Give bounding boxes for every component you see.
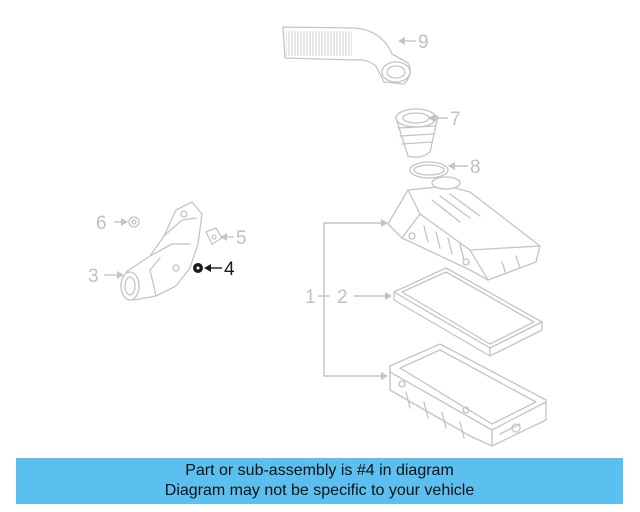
grommet-part-6 (128, 216, 140, 228)
callout-label-9: 9 (418, 32, 429, 53)
callout-label-1: 1 (305, 287, 316, 308)
callout-9: 9 (398, 32, 429, 53)
info-banner: Part or sub-assembly is #4 in diagram Di… (16, 458, 623, 504)
duct-coupler-part-7 (395, 108, 439, 158)
callout-7: 7 (428, 109, 461, 130)
clip-part-5 (205, 227, 223, 245)
callout-label-7: 7 (450, 109, 461, 130)
callout-label-2: 2 (337, 287, 348, 308)
callout-label-3: 3 (88, 266, 99, 287)
intake-duct-hose-part-9 (282, 26, 411, 85)
air-cleaner-lower-housing (389, 343, 547, 447)
callout-2: 2 (337, 287, 392, 308)
air-filter-element-part-2 (393, 267, 543, 357)
callout-label-6: 6 (96, 213, 107, 234)
seal-ring-part-8 (409, 161, 449, 179)
callout-1-bracket: 1 (305, 219, 388, 380)
callout-3: 3 (88, 266, 124, 287)
banner-line-disclaimer: Diagram may not be specific to your vehi… (164, 482, 475, 499)
parts-diagram: 9 7 8 1 (88, 26, 547, 447)
air-cleaner-upper-cover (387, 176, 541, 281)
callout-4: 4 (204, 259, 235, 280)
fastener-part-4 (193, 263, 203, 273)
intake-resonator-part-3 (120, 201, 203, 301)
banner-line-part-number: Part or sub-assembly is #4 in diagram (185, 462, 454, 479)
callout-label-4: 4 (224, 259, 235, 280)
callout-5: 5 (220, 228, 247, 249)
callout-8: 8 (448, 157, 481, 178)
callout-label-5: 5 (236, 228, 247, 249)
callout-6: 6 (96, 213, 128, 234)
callout-label-8: 8 (470, 157, 481, 178)
